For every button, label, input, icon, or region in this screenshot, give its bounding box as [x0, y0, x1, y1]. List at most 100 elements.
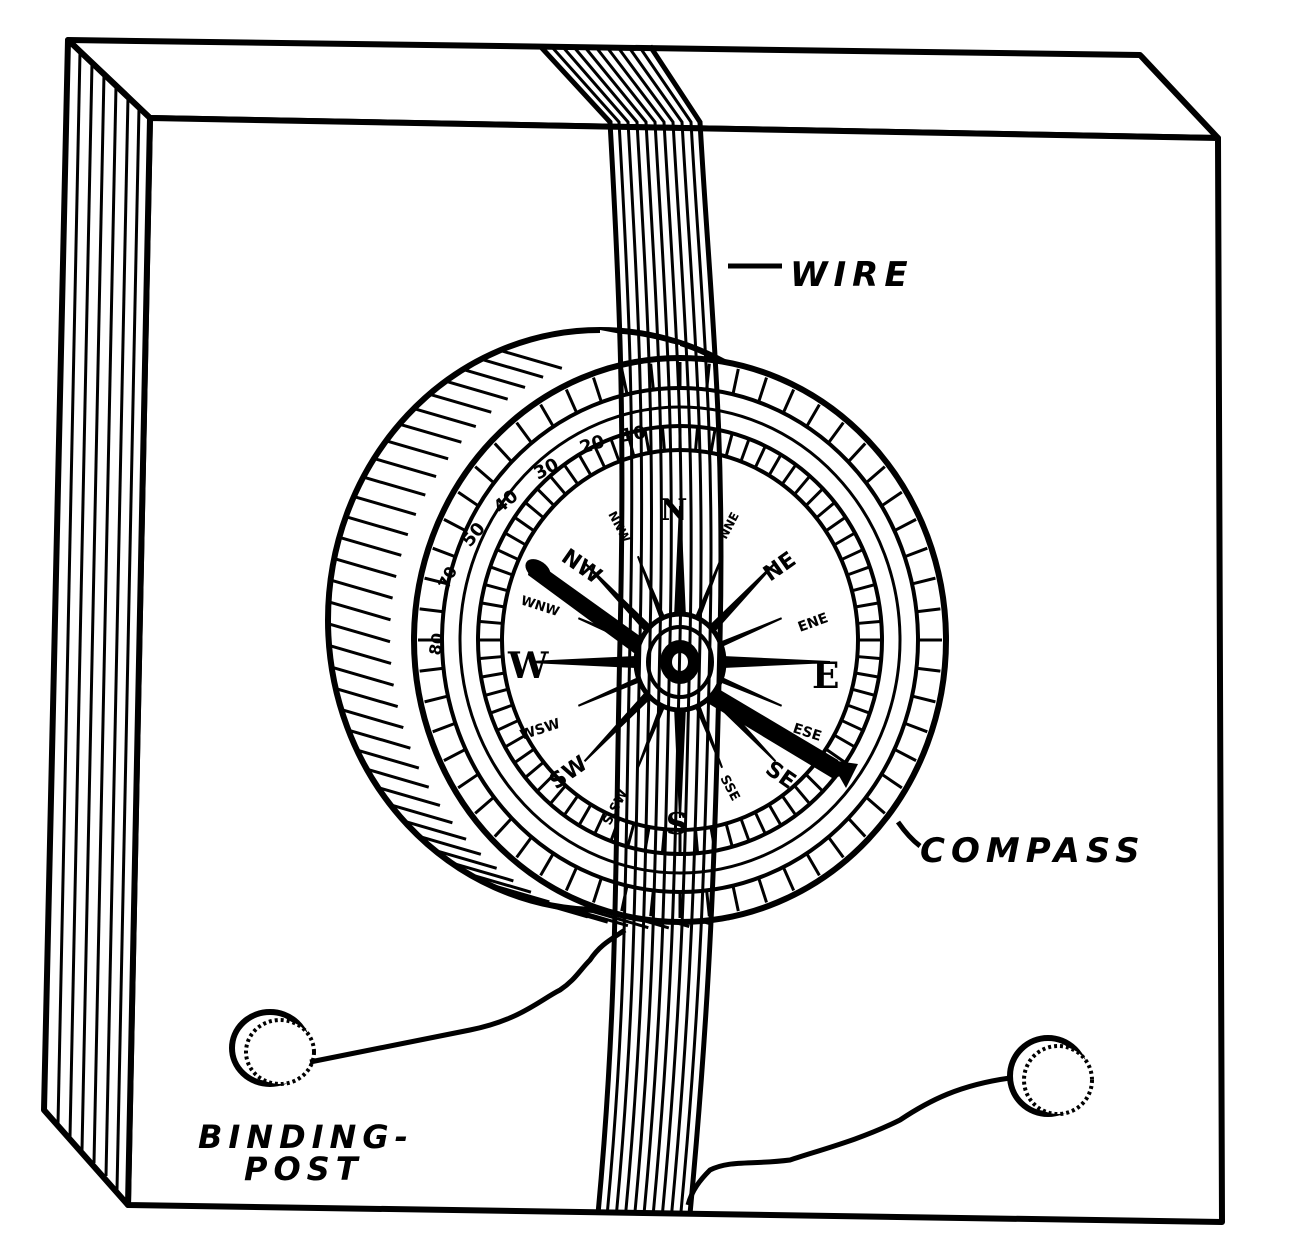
compass-tick: [549, 475, 567, 496]
compass-tick: [780, 794, 798, 817]
lead-wire-left: [309, 927, 627, 1065]
compass-tick: [643, 428, 651, 454]
compass-tick: [815, 501, 836, 520]
bezel-segment: [424, 576, 449, 586]
compass-tick: [513, 747, 536, 764]
compass-tick: [739, 438, 751, 462]
bezel-segment: [539, 403, 555, 428]
compass-tick: [577, 803, 593, 827]
case-hatch-line: [335, 687, 399, 709]
compass-label-west: W: [507, 645, 549, 687]
case-hatch-line: [390, 803, 453, 825]
compass-tick: [767, 803, 783, 827]
wire-strand: [626, 45, 703, 1215]
case-hatch-line: [366, 767, 430, 789]
wire-strand: [571, 45, 654, 1215]
compass-label-north: N: [660, 493, 687, 528]
bezel-segment: [847, 817, 867, 838]
compass-leader-line: [895, 820, 922, 848]
compass-tick: [480, 671, 505, 679]
bezel-segment: [911, 694, 936, 704]
binding-post-right: [1007, 1035, 1094, 1117]
case-hatch-line: [377, 786, 441, 807]
case-hatch-line: [403, 819, 467, 841]
bezel-segment: [432, 721, 456, 734]
case-hatch-line: [362, 475, 426, 497]
bezel-segment: [847, 442, 867, 463]
bezel-segment: [457, 490, 480, 508]
bezel-segment: [880, 490, 903, 508]
compass-tick: [833, 531, 856, 547]
compass-tick: [724, 432, 734, 457]
bezel-segment: [457, 772, 480, 790]
compass-tick: [851, 583, 876, 593]
compass-tick: [496, 718, 520, 732]
bezel-segment: [757, 377, 768, 403]
compass-tick: [793, 475, 811, 496]
compass-tick: [824, 747, 847, 764]
bezel-segment: [592, 377, 603, 403]
compass-tick: [824, 516, 847, 533]
compass-tick: [857, 619, 882, 625]
compass-tick: [478, 619, 503, 625]
bezel-segment: [432, 546, 456, 559]
compass-tick: [549, 784, 567, 805]
case-hatch-line: [330, 578, 394, 600]
compass-tick: [513, 516, 536, 533]
bezel-segment: [865, 795, 886, 815]
compass-tick: [609, 438, 621, 462]
wire-strand: [637, 45, 713, 1215]
compass-tick: [793, 784, 811, 805]
bezel-segment: [443, 518, 467, 532]
compass-tick: [524, 760, 545, 779]
compass-tick: [496, 548, 520, 562]
case-hatch-line: [353, 495, 417, 516]
case-hatch-line: [480, 357, 544, 379]
compass-tick: [536, 773, 556, 793]
compass-tick: [536, 487, 556, 507]
degree-80: 80: [425, 631, 448, 656]
case-hatch-line: [333, 557, 397, 578]
case-hatch-line: [545, 902, 609, 924]
case-hatch-line: [585, 908, 649, 930]
wire-label: WIRE: [790, 255, 914, 295]
bezel-segment: [916, 666, 941, 673]
case-hatch-line: [356, 748, 420, 770]
compass-tick: [767, 453, 783, 477]
bezel-segment: [904, 546, 928, 559]
case-hatch-line: [328, 600, 391, 622]
case-hatch-line: [434, 848, 498, 870]
case-hatch-line: [327, 622, 391, 644]
lead-wire-right: [685, 1075, 1011, 1206]
bezel-segment: [731, 368, 740, 395]
bezel-segment: [493, 442, 513, 463]
compass-tick: [855, 671, 880, 679]
wire-strand: [615, 45, 693, 1215]
compass-tick: [780, 463, 798, 486]
case-hatch-line: [462, 368, 526, 389]
compass-tick: [626, 823, 636, 848]
bezel-segment: [827, 421, 845, 444]
binding-post-left: [229, 1009, 316, 1087]
bezel-segment: [419, 666, 444, 673]
wire-strand: [549, 44, 634, 1215]
bezel-segment: [805, 852, 821, 877]
case-hatch-line: [385, 439, 449, 461]
case-hatch-line: [468, 872, 532, 894]
bezel-segment: [539, 852, 555, 877]
compass-tick: [840, 548, 864, 562]
compass-tick: [484, 687, 509, 697]
case-hatch-line: [428, 392, 492, 414]
case-hatch-line: [450, 861, 514, 883]
compass-tick: [660, 426, 666, 451]
bezel-segment: [904, 721, 928, 734]
compass-tick: [804, 487, 824, 507]
case-hatch-line: [373, 457, 437, 478]
compass-tick: [753, 811, 767, 835]
bezel-segment: [916, 607, 941, 614]
case-hatch-line: [565, 906, 629, 928]
compass-tick: [709, 428, 717, 454]
compass-tick: [804, 773, 824, 793]
compass-tick: [478, 655, 503, 661]
